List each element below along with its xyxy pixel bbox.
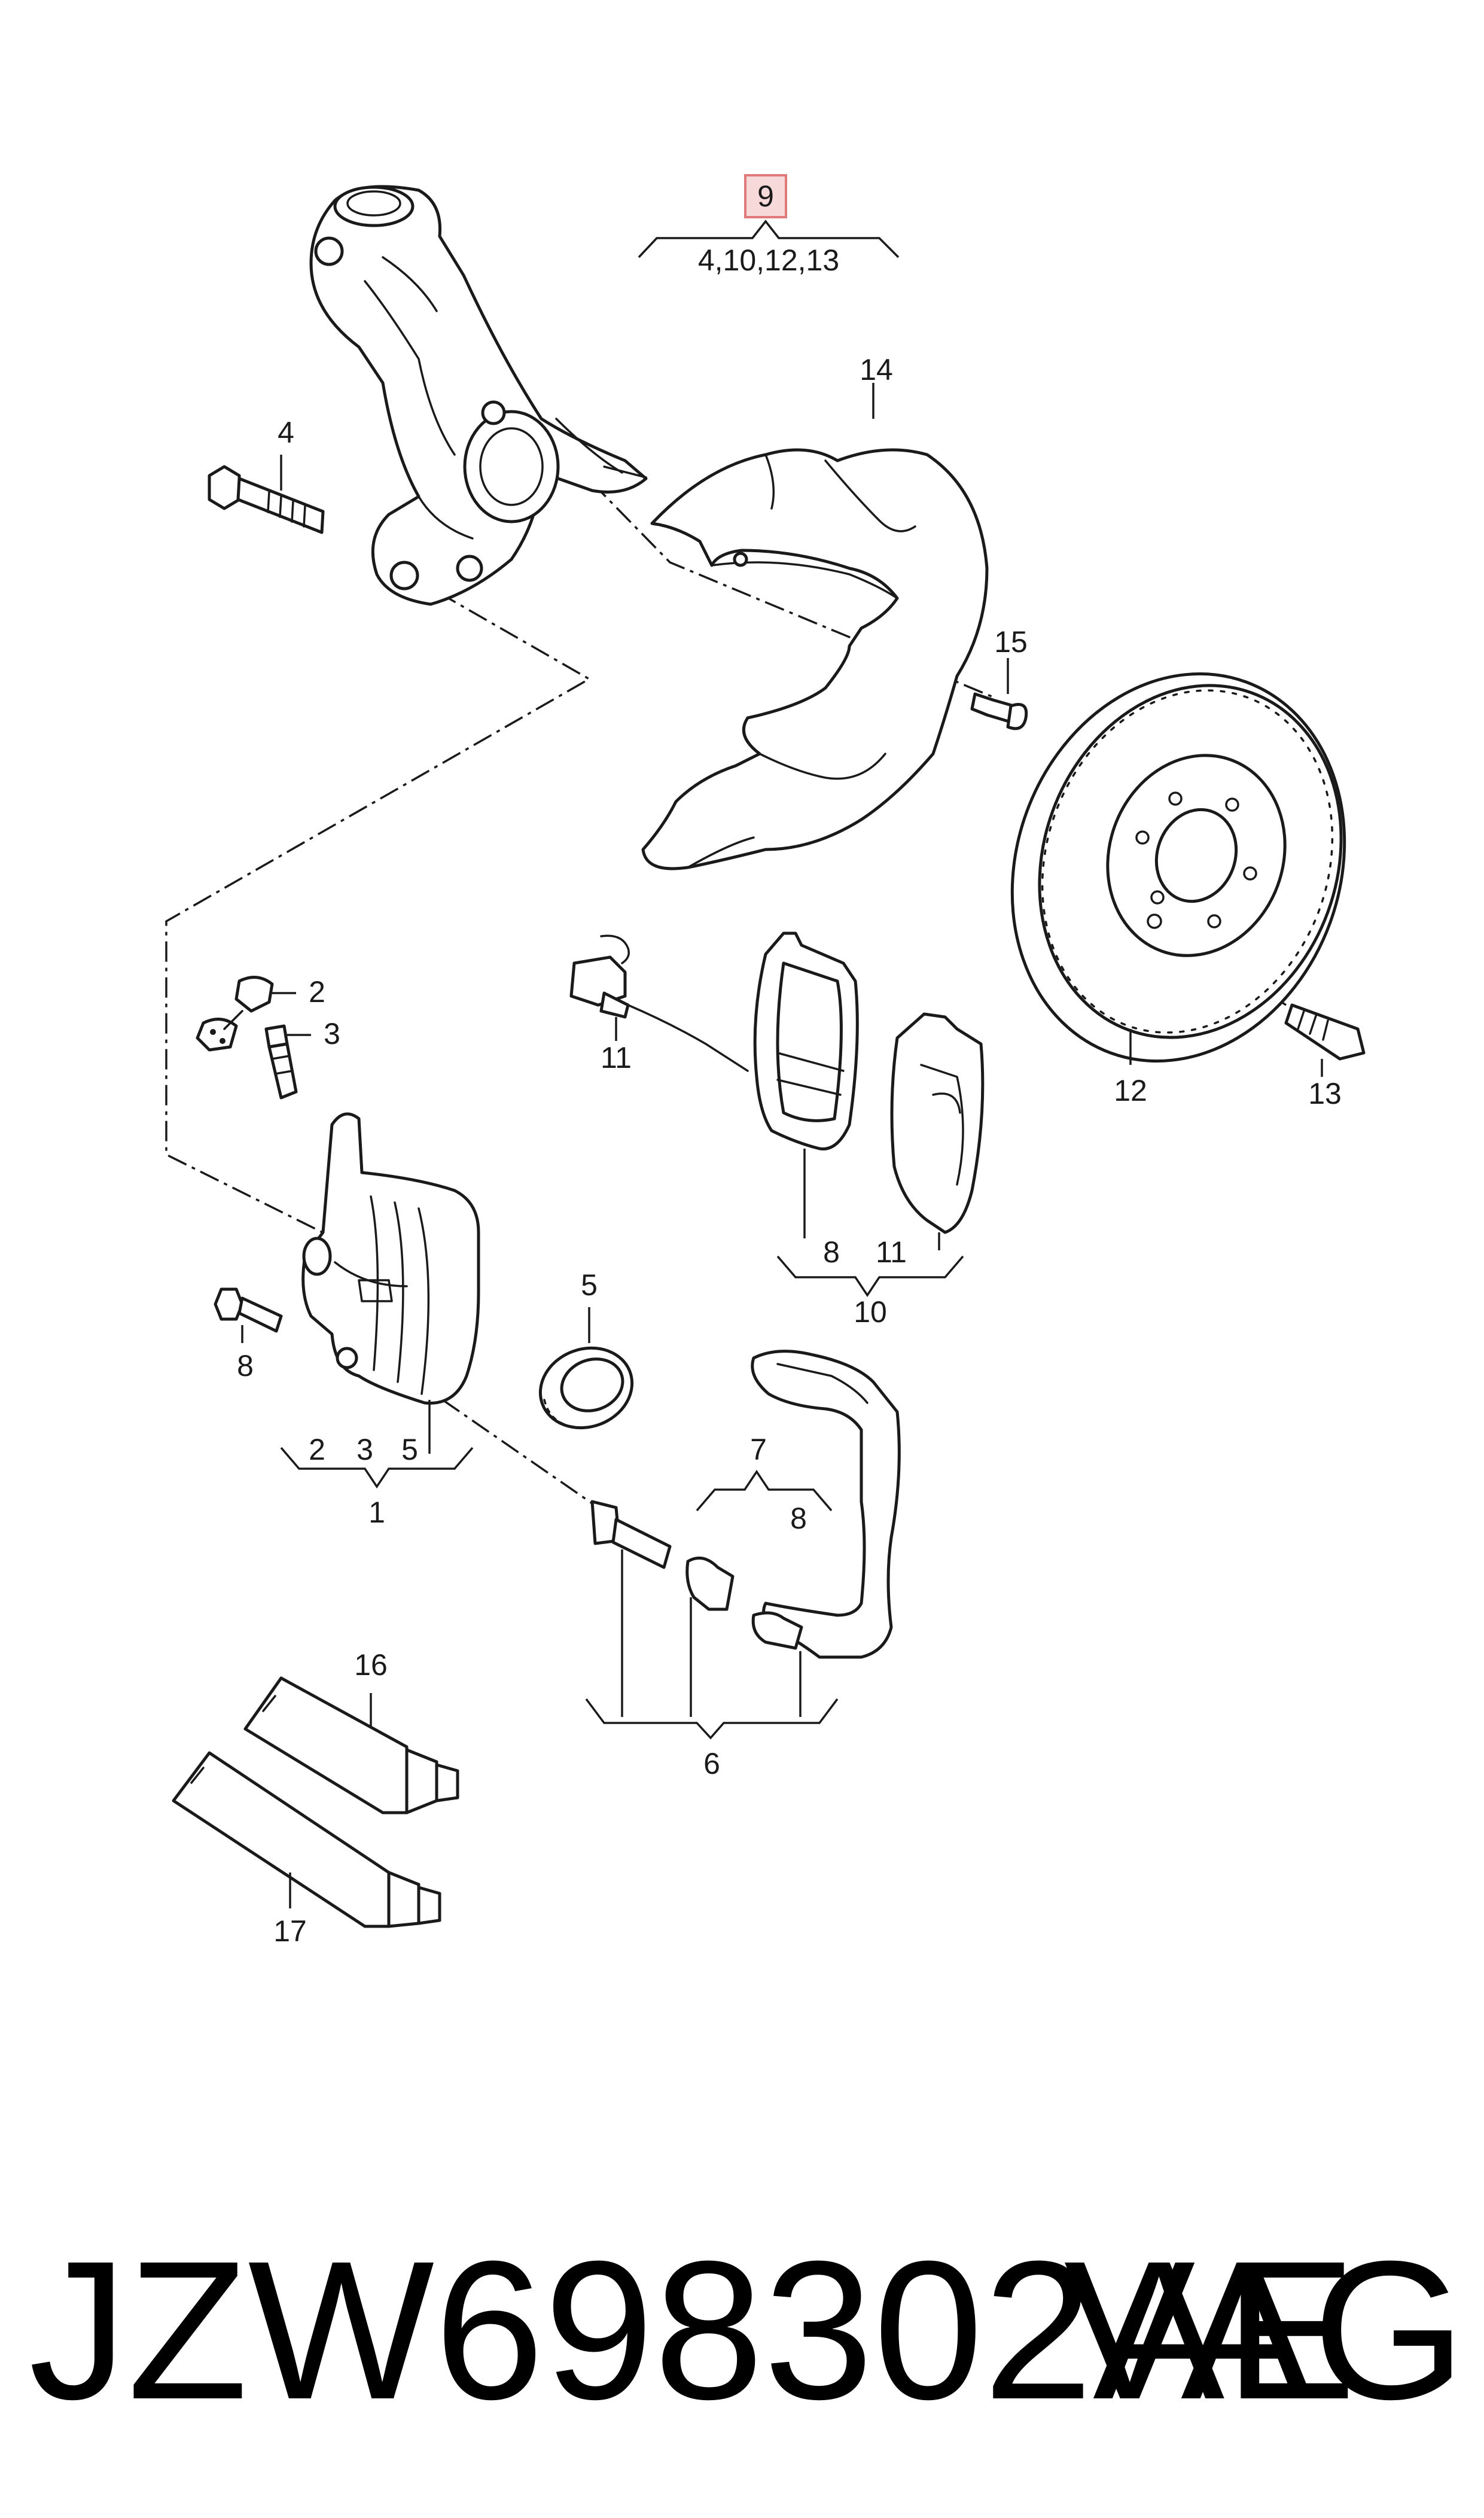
callout-6: 6 — [703, 1747, 720, 1780]
callout-1: 1 — [368, 1496, 385, 1529]
part-11-wear-sensor: 11 — [569, 934, 749, 1074]
callout-9-highlight-box — [744, 174, 787, 218]
part-14-splash-shield: 14 — [641, 353, 989, 870]
callout-14: 14 — [860, 353, 893, 386]
callout-15: 15 — [994, 625, 1028, 659]
part-5-seal-ring: 5 — [538, 1268, 634, 1430]
callout-4: 4 — [278, 416, 294, 449]
callout-2-caliper: 2 — [309, 1433, 325, 1466]
callout-8-carrier: 8 — [790, 1502, 807, 1535]
callout-10: 10 — [854, 1295, 887, 1329]
callout-12: 12 — [1114, 1074, 1147, 1107]
steering-knuckle — [309, 185, 648, 606]
callout-5-caliper: 5 — [401, 1433, 418, 1466]
callout-group-9: 9 4,10,12,13 — [638, 174, 900, 277]
callout-3-caliper: 3 — [356, 1433, 373, 1466]
part-10-brake-pads: 8 11 10 — [753, 931, 985, 1329]
callout-5-seal: 5 — [581, 1268, 598, 1302]
part-16-tube: 16 — [243, 1648, 459, 1814]
callout-16: 16 — [354, 1648, 388, 1682]
part-12-brake-disc: 12 — [1010, 672, 1346, 1107]
callout-11-pads: 11 — [876, 1235, 907, 1269]
part-1-bracket — [280, 1447, 474, 1489]
callout-8-pads: 8 — [823, 1235, 840, 1269]
part-17-tube: 17 — [172, 1751, 441, 1948]
callout-13: 13 — [1308, 1077, 1342, 1110]
callout-3-bleeder: 3 — [324, 1017, 340, 1051]
callout-7: 7 — [750, 1433, 767, 1466]
part-8-caliper-bolt: 8 — [214, 1287, 283, 1383]
part-15-bolt: 15 — [970, 625, 1028, 730]
assembly-line-guide-pins — [442, 1399, 599, 1509]
callout-11-top: 11 — [601, 1041, 632, 1074]
brand-label: VAG — [1064, 2219, 1466, 2440]
callout-9-references: 4,10,12,13 — [698, 243, 839, 277]
part-6-guide-pin-set: 6 — [585, 1500, 839, 1780]
part-7-bracket — [696, 1469, 833, 1512]
callout-2-bleeder: 2 — [309, 975, 325, 1009]
part-6-bracket — [585, 1698, 839, 1740]
part-7-carrier: 7 8 — [696, 1350, 901, 1659]
assembly-line-knuckle-shield — [540, 430, 994, 698]
part-2-bleeder-cap: 2 — [196, 975, 325, 1052]
callout-8-bolt: 8 — [237, 1349, 254, 1383]
assembly-line-knuckle-caliper — [165, 573, 592, 1293]
part-13-screw: 13 — [1284, 1003, 1366, 1110]
part-4-bolt: 4 — [208, 416, 325, 534]
part-1-brake-caliper: 2 3 5 1 — [280, 1112, 480, 1529]
part-10-bracket — [776, 1255, 964, 1298]
callout-9-bracket — [638, 220, 900, 258]
part-number: JZW698302AE — [29, 2219, 1357, 2440]
callout-17: 17 — [273, 1914, 307, 1948]
part-3-bleeder-screw: 3 — [264, 1017, 340, 1100]
callout-9: 9 — [757, 179, 774, 213]
